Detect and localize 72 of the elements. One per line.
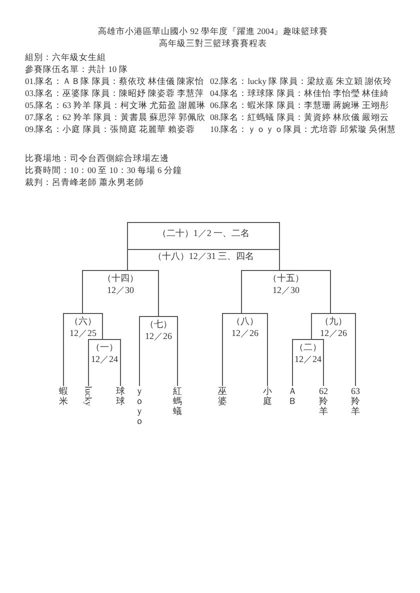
bracket-line bbox=[355, 336, 356, 386]
team-name: 62 羚羊 bbox=[318, 386, 328, 416]
team-entry: 02.隊名：lucky 隊 隊員：梁紋嘉 朱立穎 謝依玲 bbox=[210, 76, 392, 86]
bracket-line bbox=[279, 250, 280, 270]
team-entry: 05.隊名：63 羚羊 隊員：柯文琳 尤茹盈 謝麗琳 bbox=[25, 100, 206, 110]
team-name: ｙｏｙｏ bbox=[134, 386, 144, 426]
match-bracket bbox=[292, 339, 324, 364]
bracket-line bbox=[127, 250, 128, 270]
match-number: （九） bbox=[320, 315, 347, 327]
team-entry: 03.隊名：巫婆隊 隊員：陳昭妤 陳姿蓉 李慧萍 bbox=[25, 88, 204, 98]
team-entry: 07.隊名：62 羚羊 隊員：黃書晨 蘇思萍 郭佩欣 bbox=[25, 112, 206, 122]
match-number: （八） bbox=[232, 315, 258, 327]
bracket-line bbox=[63, 336, 64, 386]
bracket-line bbox=[177, 340, 178, 386]
bracket-line bbox=[292, 364, 293, 386]
bracket-line bbox=[241, 296, 242, 314]
match-bracket bbox=[82, 270, 159, 296]
match-date: 12／30 bbox=[272, 284, 300, 296]
team-name: 小庭 bbox=[262, 386, 272, 406]
bracket-line bbox=[323, 364, 324, 386]
referee-info: 裁判：呂青峰老師 蕭永男老師 bbox=[25, 176, 144, 188]
team-entry: 09.隊名：小庭 隊員：張簡庭 花麗華 賴姿蓉 bbox=[25, 124, 195, 134]
match-number: （七） bbox=[145, 318, 172, 330]
bracket-line bbox=[158, 296, 159, 316]
team-name: ＡＢ bbox=[288, 386, 298, 406]
team-name: 蝦米 bbox=[58, 386, 68, 406]
bracket-line bbox=[102, 336, 103, 340]
match-number: （二） bbox=[294, 341, 322, 353]
match-date: 12／26 bbox=[145, 330, 172, 342]
match-bracket bbox=[311, 313, 356, 336]
team-entry: 06.隊名：蝦米隊 隊員：李慧珊 蔣婉琳 王翊彤 bbox=[210, 100, 389, 110]
team-name: 球球 bbox=[116, 386, 126, 406]
team-count: 參賽隊伍名單：共計 10 隊 bbox=[25, 64, 128, 74]
team-name: 63 羚羊 bbox=[350, 386, 360, 416]
time-info: 比賽時間：10：00 至 10：30 每場 6 分鐘 bbox=[25, 164, 182, 176]
match-number: （十五） bbox=[268, 272, 304, 284]
match-number: （十四） bbox=[102, 272, 138, 284]
team-name: lucky bbox=[84, 386, 94, 406]
team-entry: 01.隊名：ＡＢ隊 隊員：蔡依玟 林佳儀 陳家怡 bbox=[25, 76, 204, 86]
bracket-line bbox=[222, 338, 223, 386]
match-bracket bbox=[241, 270, 331, 296]
team-entry: 04.隊名：球球隊 隊員：林佳怡 李怡瑩 林佳綺 bbox=[210, 88, 389, 98]
bracket-line bbox=[330, 296, 331, 314]
match-number: （六） bbox=[70, 315, 96, 327]
match-date: 12／26 bbox=[232, 327, 258, 339]
match-number: （一） bbox=[91, 341, 118, 353]
bracket-line bbox=[120, 364, 121, 386]
match-box bbox=[127, 222, 280, 250]
match-label: （十八）12／31 三、四名 bbox=[152, 251, 254, 262]
team-name: 巫婆 bbox=[218, 386, 228, 406]
match-date: 12／25 bbox=[70, 327, 96, 339]
match-bracket bbox=[63, 313, 103, 336]
match-bracket bbox=[88, 339, 121, 364]
group-info: 組別：六年級女生組 bbox=[25, 52, 106, 62]
bracket-line bbox=[88, 364, 89, 386]
team-entry: 10.隊名：ｙｏｙｏ隊員：尤培蓉 邱紫璇 吳俐慧 bbox=[210, 124, 396, 134]
bracket-line bbox=[139, 340, 140, 386]
match-bracket bbox=[139, 316, 178, 341]
bracket-line bbox=[267, 338, 268, 386]
venue-info: 比賽場地：司令台西側綜合球場左邊 bbox=[25, 152, 169, 164]
match-date: 12／24 bbox=[294, 353, 322, 365]
title: 高雄市小港區華山國小 92 學年度『躍進 2004』趣味籃球賽 bbox=[98, 26, 328, 36]
match-date: 12／26 bbox=[320, 327, 347, 339]
match-label: （二十）1／2 一、二名 bbox=[157, 227, 250, 239]
team-name: 紅螞蟻 bbox=[172, 386, 182, 416]
bracket-line bbox=[82, 296, 83, 314]
bracket-line bbox=[311, 336, 312, 340]
match-date: 12／30 bbox=[107, 284, 134, 296]
match-date: 12／24 bbox=[91, 353, 118, 365]
match-bracket bbox=[222, 313, 268, 338]
subtitle: 高年級三對三籃球賽賽程表 bbox=[159, 38, 267, 48]
team-entry: 08.隊名：紅螞蟻 隊員：黃資婷 林欣儀 嚴翊云 bbox=[210, 112, 389, 122]
